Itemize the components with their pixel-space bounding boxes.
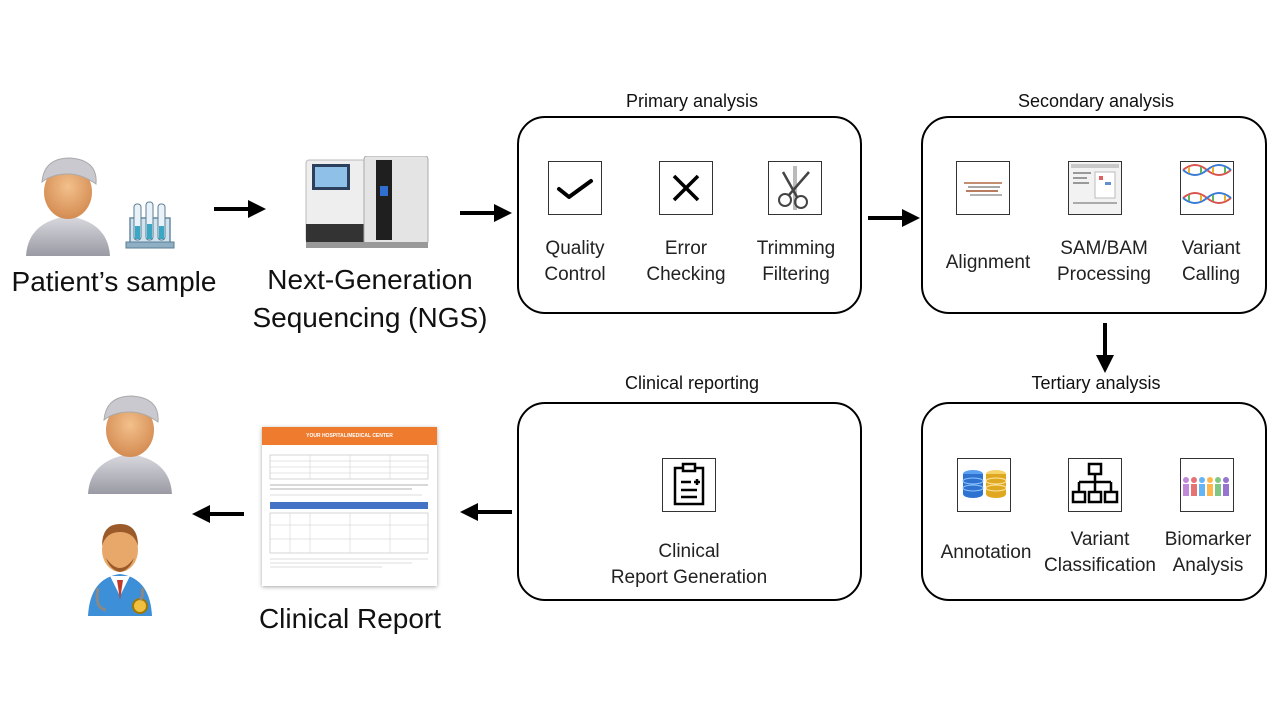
dna-helix-icon: [1180, 161, 1234, 215]
checkmark-icon: [548, 161, 602, 215]
clinical-report-document: YOUR HOSPITAL/MEDICAL CENTER: [262, 427, 437, 586]
sam-bam-screenshot-icon: [1068, 161, 1122, 215]
report-header-text: YOUR HOSPITAL/MEDICAL CENTER: [306, 433, 393, 439]
secondary-analysis-title: Secondary analysis: [1017, 91, 1175, 111]
arrow-right-icon: [214, 199, 266, 219]
clinical-reporting-title: Clinical reporting: [624, 373, 760, 393]
ngs-label-line1: Next-Generation: [267, 264, 473, 295]
report-header-band: YOUR HOSPITAL/MEDICAL CENTER: [262, 427, 437, 445]
clipboard-icon: [662, 458, 716, 512]
database-icon: [957, 458, 1011, 512]
report-body-lines: [269, 454, 429, 568]
x-mark-icon: [659, 161, 713, 215]
patient-sample-label: Patient’s sample: [11, 266, 217, 297]
ngs-label-line2: Sequencing (NGS): [252, 302, 488, 333]
primary-analysis-title: Primary analysis: [625, 91, 759, 111]
arrow-down-icon: [1095, 323, 1115, 373]
sequencer-machine-icon: [304, 156, 432, 250]
scissors-icon: [768, 161, 822, 215]
arrow-right-icon: [460, 203, 512, 223]
alignment-label: Alignment: [945, 252, 1031, 273]
ngs-label: Next-Generation Sequencing (NGS): [245, 261, 495, 337]
clinical-report-label: Clinical Report: [258, 603, 442, 634]
doctor-avatar-icon: [84, 516, 156, 620]
patient-avatar-icon: [18, 152, 118, 257]
tertiary-analysis-title: Tertiary analysis: [1031, 373, 1161, 393]
annotation-label: Annotation: [940, 542, 1032, 563]
alignment-icon: [956, 161, 1010, 215]
arrow-right-icon: [868, 208, 920, 228]
hierarchy-icon: [1068, 458, 1122, 512]
patient-avatar-icon: [80, 390, 180, 495]
people-icon: [1180, 458, 1234, 512]
arrow-left-icon: [192, 504, 244, 524]
sample-tubes-icon: [122, 198, 178, 254]
arrow-left-icon: [460, 502, 512, 522]
